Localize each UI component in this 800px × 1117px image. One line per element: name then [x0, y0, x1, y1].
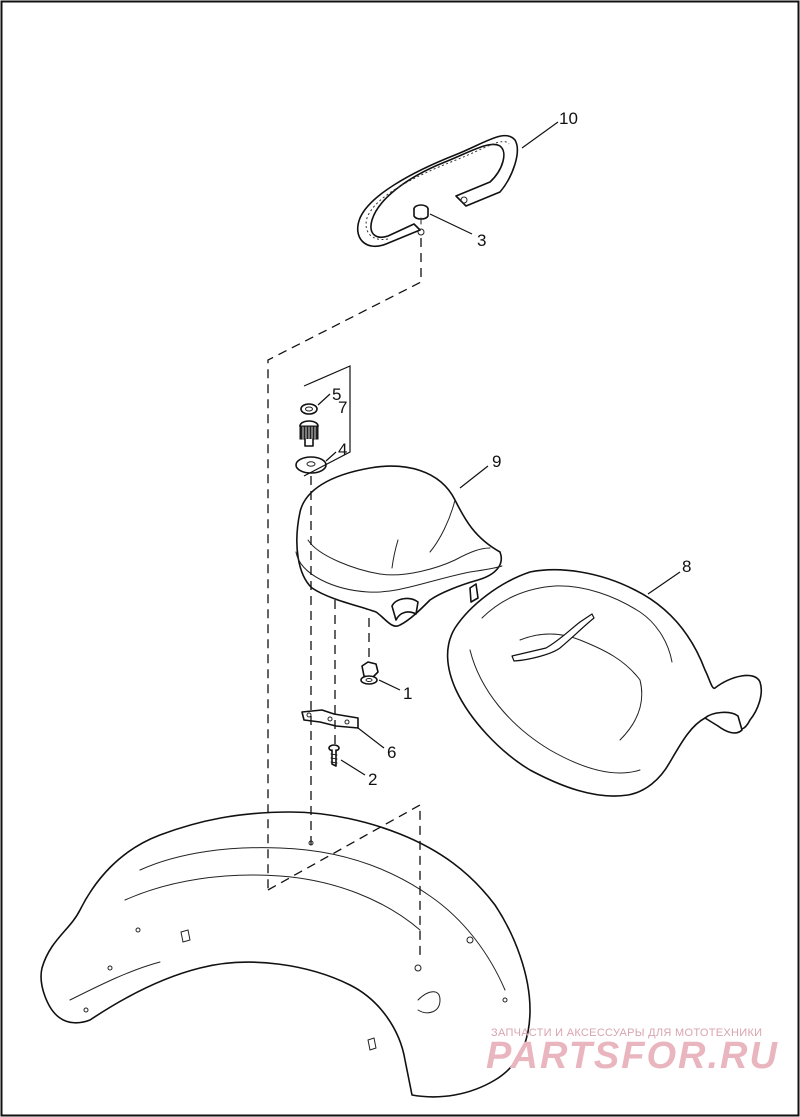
bracket-7: [303, 365, 351, 477]
part-4-washer: [295, 456, 327, 474]
callout-6: 6: [387, 743, 396, 762]
callout-1: 1: [403, 684, 412, 703]
part-5-washer: [300, 403, 318, 415]
rear-fender: [40, 811, 531, 1098]
part-3-knob-fastener: [413, 204, 429, 225]
part-2-screw: [328, 744, 340, 767]
callout-9: 9: [492, 452, 501, 471]
callout-8: 8: [682, 557, 691, 576]
callout-5: 5: [332, 385, 341, 404]
callout-7: 7: [338, 398, 347, 417]
callout-10: 10: [559, 109, 578, 128]
part-9-passenger-seat: [295, 465, 503, 627]
callout-3: 3: [477, 231, 486, 250]
watermark-brand: PARTSFOR.RU: [486, 1035, 779, 1077]
leader-lines: [317, 121, 681, 776]
part-10-backrest-strap: [357, 134, 519, 247]
assembly-lines: [267, 238, 422, 960]
watermark-tagline: ЗАПЧАСТИ И АКСЕССУАРЫ ДЛЯ МОТОТЕХНИКИ: [491, 1027, 762, 1039]
callout-4: 4: [338, 440, 347, 459]
callout-2: 2: [368, 770, 377, 789]
part-8-rider-seat: [446, 568, 763, 797]
part-1-nut: [360, 661, 379, 685]
part-7-knurled-nut: [299, 420, 319, 447]
